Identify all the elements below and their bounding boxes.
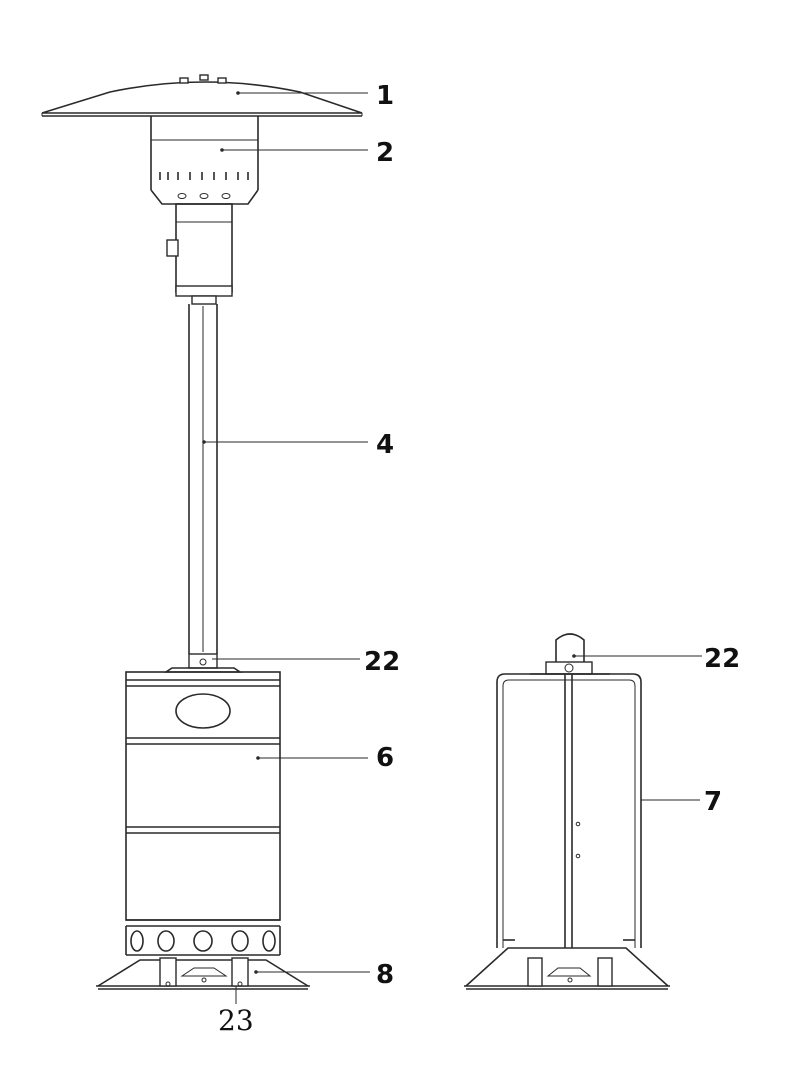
callout-22-side: 22	[704, 644, 740, 674]
post-collar	[163, 653, 243, 673]
leader-lines-front	[204, 92, 370, 1004]
callout-22-front: 22	[364, 647, 400, 677]
post	[188, 304, 218, 654]
side-frame	[496, 673, 642, 948]
side-view	[464, 633, 702, 990]
emitter-screen	[150, 116, 259, 205]
base	[96, 957, 310, 990]
callout-4: 4	[376, 430, 394, 460]
side-base	[464, 947, 670, 990]
front-view	[41, 74, 370, 1004]
leader-dots-front	[202, 91, 260, 974]
leader-dots-side	[572, 654, 576, 658]
callout-6: 6	[376, 743, 394, 773]
control-housing	[166, 203, 233, 305]
callout-7: 7	[704, 787, 722, 817]
tank-housing	[125, 671, 281, 956]
callout-8: 8	[376, 960, 394, 990]
leader-lines-side	[574, 655, 702, 801]
side-post-stub	[530, 633, 610, 675]
callout-1: 1	[376, 81, 394, 111]
callout-2: 2	[376, 138, 394, 168]
reflector-hood	[41, 74, 363, 117]
callout-23: 23	[218, 1004, 254, 1037]
